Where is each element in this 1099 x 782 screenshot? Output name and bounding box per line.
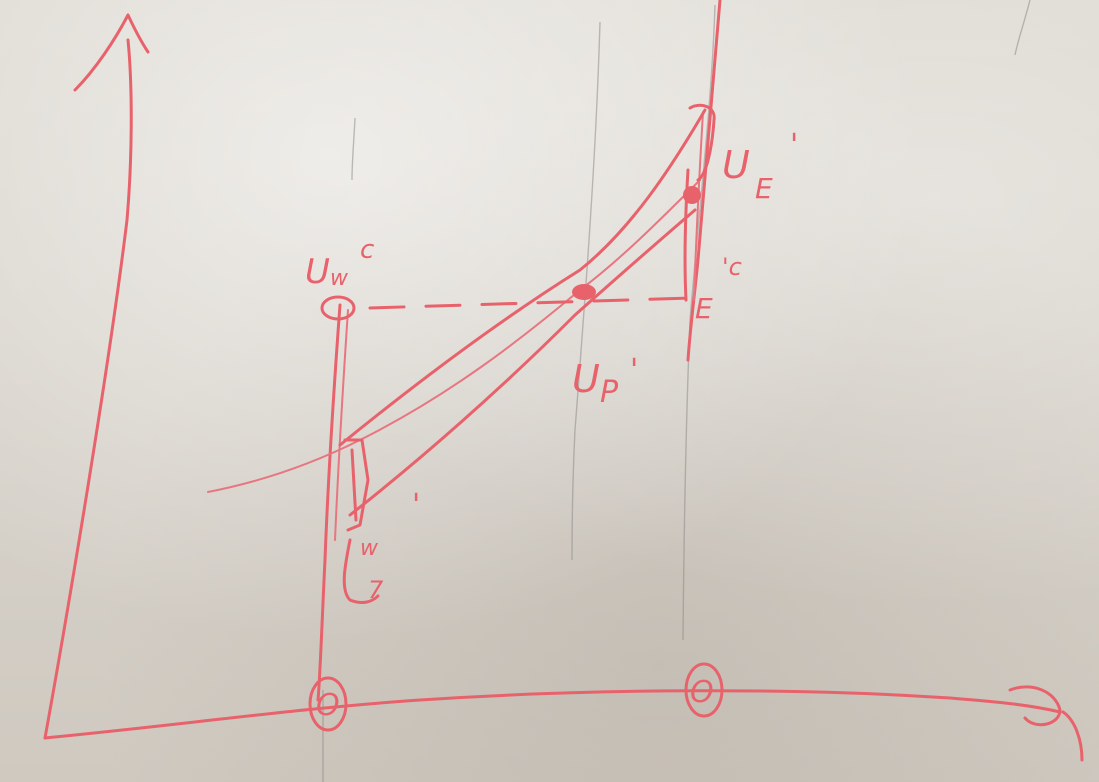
label-left-axis-marker: O: [316, 688, 340, 723]
label-center-sup: ': [630, 353, 638, 388]
y-axis: [43, 38, 133, 740]
x-axis-tail: [1061, 710, 1084, 762]
ghost-line-2: [571, 21, 601, 561]
ghost-line-5: [1014, 0, 1031, 56]
label-center: U: [572, 357, 600, 401]
label-lower-left-sub: w: [360, 536, 379, 561]
label-left-top: U: [305, 252, 330, 292]
y-axis-arrowhead: [73, 13, 150, 92]
left-vertical-line: [316, 303, 342, 702]
middle-curve: [207, 179, 701, 493]
right-vertical-line: [686, 0, 722, 362]
lower-left-hook: [342, 538, 380, 605]
ghost-line-3: [682, 4, 716, 641]
label-right-top: U: [722, 143, 750, 187]
label-right-mid-sup: 'c: [722, 253, 742, 281]
lower-curve: [348, 208, 697, 517]
label-right-axis-marker: O: [690, 675, 714, 710]
right-axis-circle: [684, 662, 724, 718]
label-lower-left-bracket: 7: [368, 576, 384, 604]
left-axis-circle: [308, 676, 348, 732]
ghost-line-1: [351, 117, 356, 181]
center-dot: [572, 284, 596, 300]
x-axis: [43, 689, 1062, 740]
label-center-sub: P: [600, 375, 619, 410]
left-vertical-line-2: [334, 309, 349, 541]
right-vertical-line-2: [693, 111, 704, 301]
lower-left-bracket-fill: [350, 448, 358, 522]
right-top-marker: [688, 103, 716, 182]
upper-curve: [338, 108, 707, 447]
label-right-top-sup: ': [790, 128, 798, 163]
right-mid-marker: [683, 168, 690, 302]
left-top-marker: [320, 295, 356, 321]
label-right-mid: E: [695, 292, 713, 325]
lower-left-bracket: [343, 438, 370, 532]
label-right-top-sub: E: [755, 172, 773, 205]
x-axis-arrowhead: [1008, 685, 1062, 727]
label-lower-left-sup: ': [412, 488, 420, 523]
label-left-top-sup: c: [360, 235, 374, 265]
label-left-top-sub: w: [330, 266, 349, 291]
